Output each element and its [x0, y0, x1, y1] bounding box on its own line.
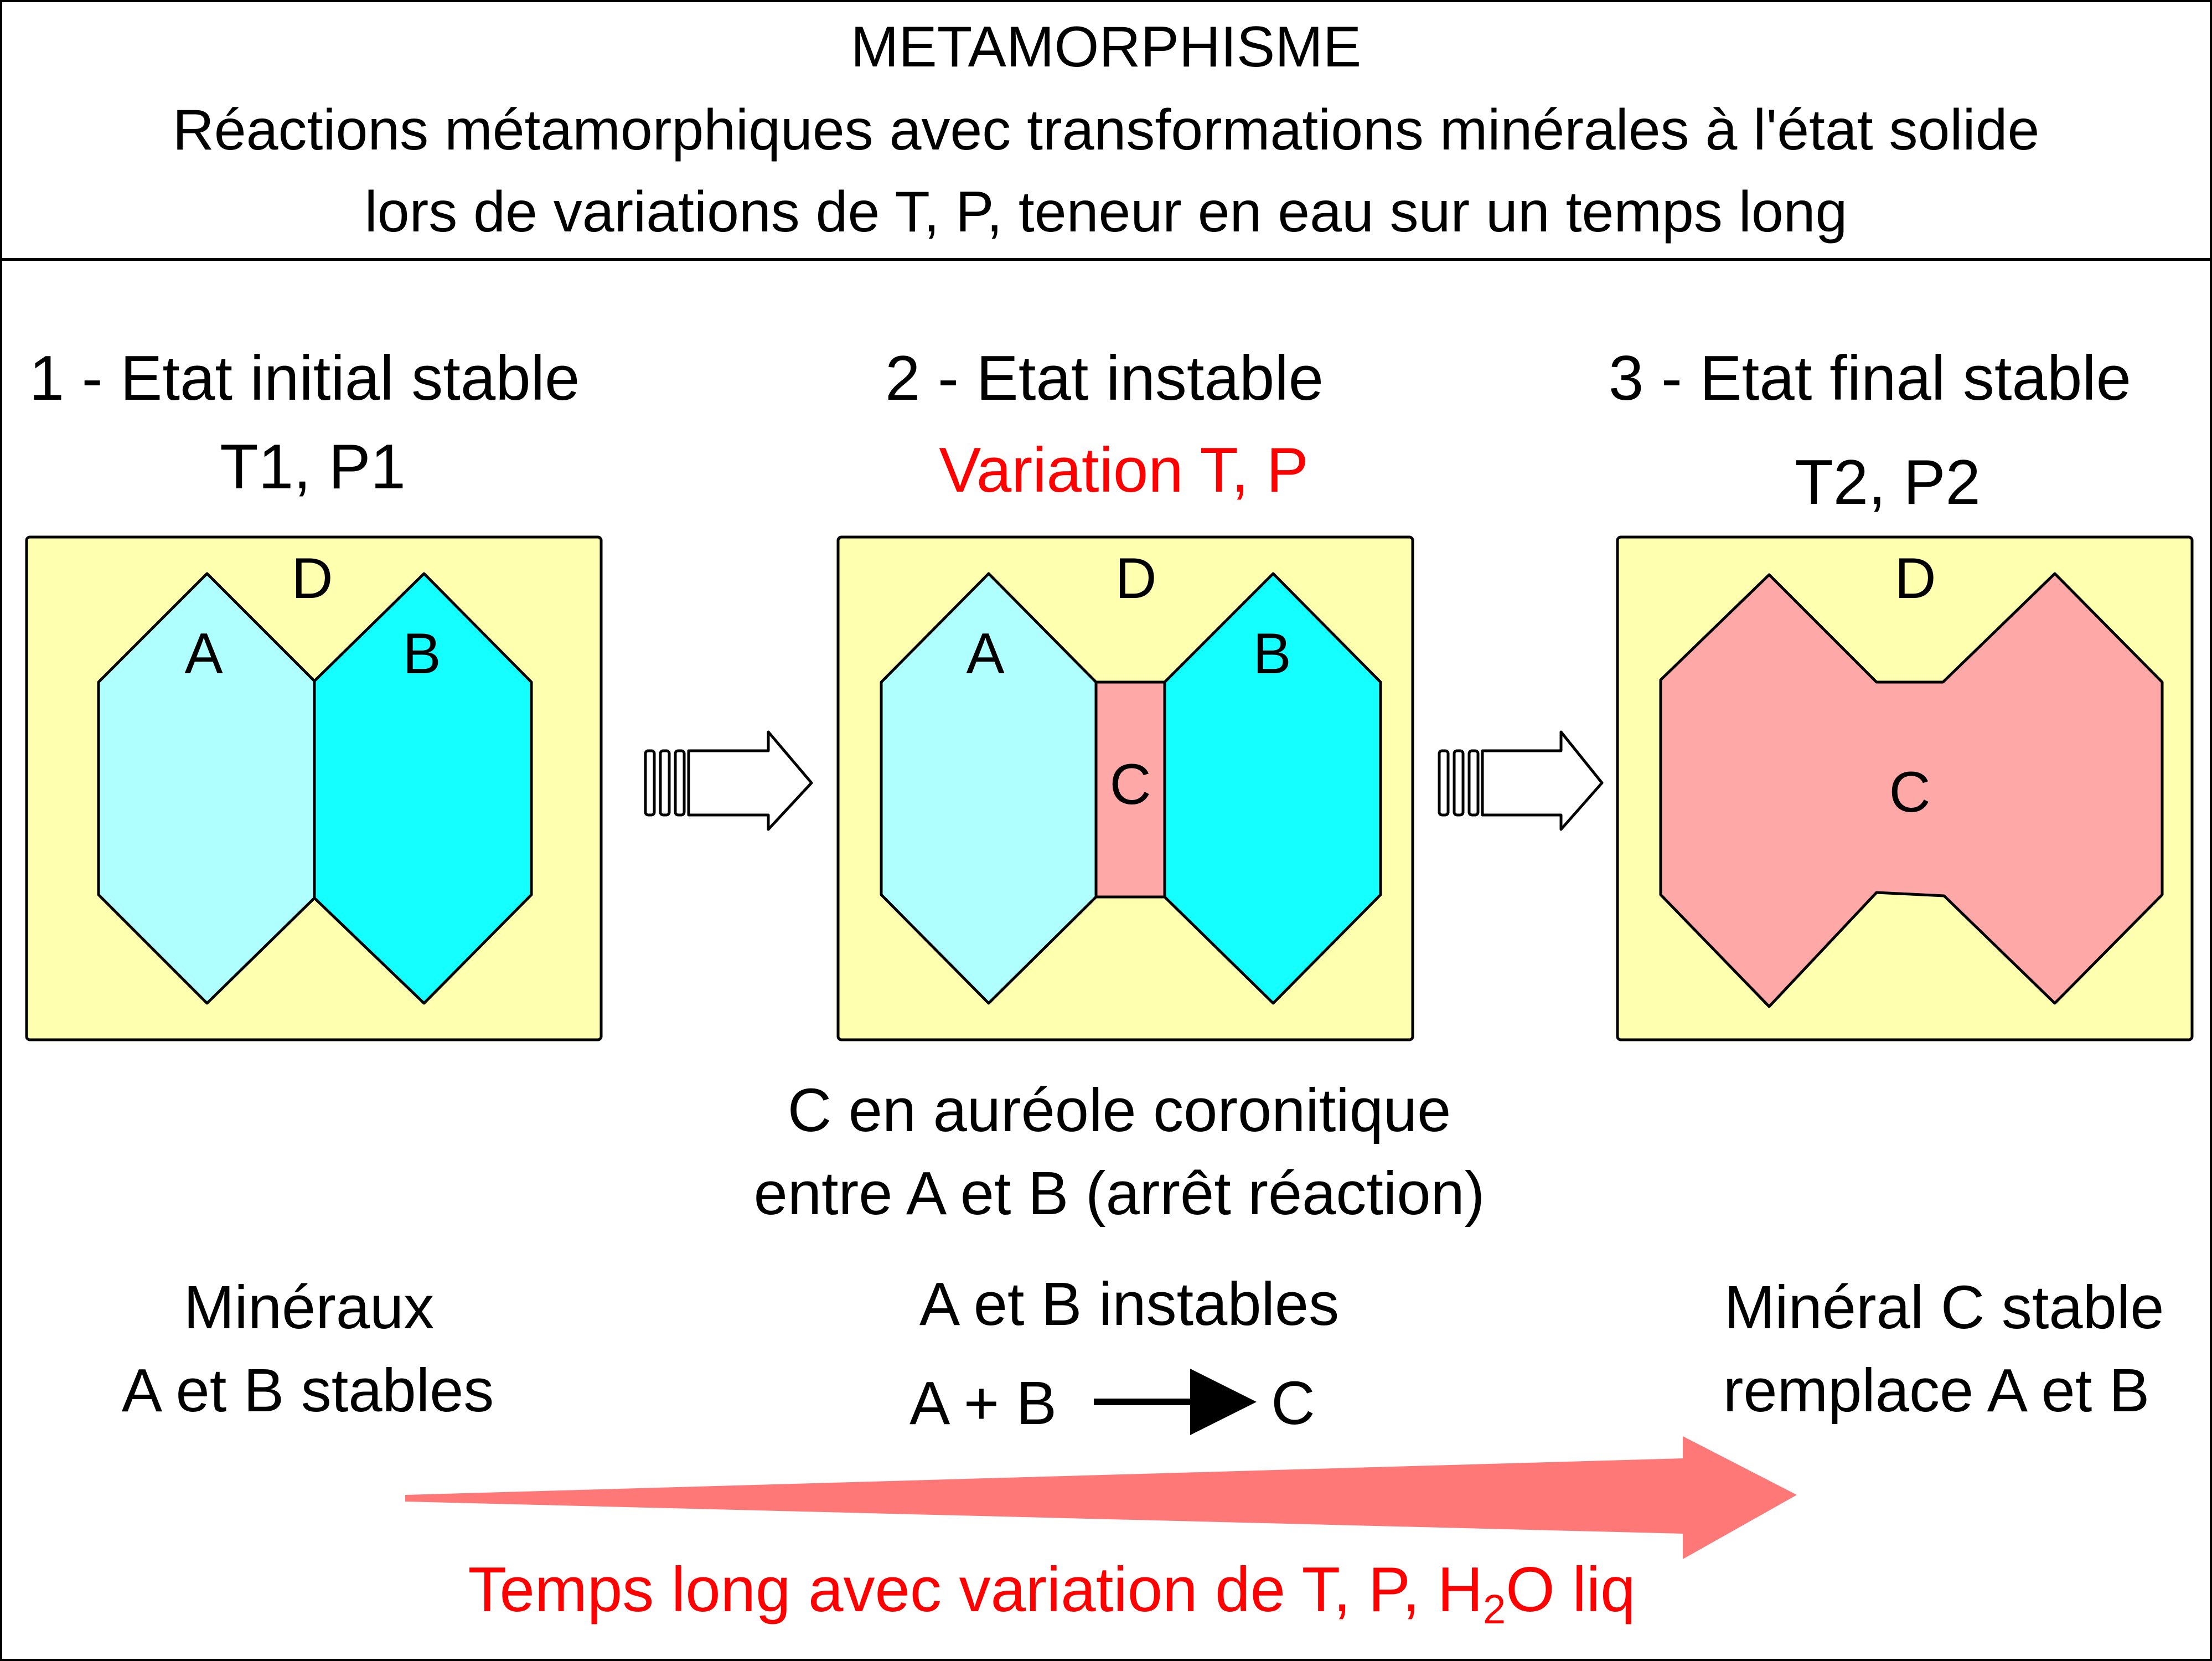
- corona-note-line-1: C en auréole coronitique: [787, 1076, 1451, 1144]
- header-line-1: Réactions métamorphiques avec transforma…: [172, 98, 2040, 162]
- panel-2-label-d: D: [1115, 546, 1156, 611]
- step-2-conditions: Variation T, P: [939, 435, 1309, 505]
- timeline-label-prefix: Temps long avec variation de T, P, H: [468, 1555, 1482, 1625]
- corona-note-line-2: entre A et B (arrêt réaction): [753, 1159, 1485, 1227]
- panel-2-label-c: C: [1109, 752, 1151, 817]
- step-arrow-2: [1438, 730, 1604, 831]
- panel-3-mineral-c: [1659, 572, 2164, 1008]
- panel-1-mineral-b: [313, 572, 533, 1005]
- panel-3-final-state: D C: [1616, 535, 2194, 1041]
- step-2-caption: A et B instables: [919, 1270, 1340, 1338]
- panel-1-label-d: D: [291, 546, 333, 611]
- step-2-title: 2 - Etat instable: [885, 343, 1324, 414]
- step-arrow-1: [644, 730, 813, 831]
- timeline-label: Temps long avec variation de T, P, H2O l…: [468, 1555, 1635, 1632]
- panel-1-label-a: A: [184, 622, 223, 686]
- diagram-title: METAMORPHISME: [850, 15, 1362, 79]
- step-3-caption-line-2: remplace A et B: [1723, 1356, 2150, 1425]
- step-1-title: 1 - Etat initial stable: [29, 343, 580, 414]
- timeline-arrow: [405, 1436, 1797, 1559]
- step-1-caption-line-1: Minéraux: [183, 1273, 435, 1342]
- reaction-equation: A + B C: [909, 1369, 1315, 1437]
- panel-3-label-d: D: [1894, 546, 1936, 611]
- panel-2-label-a: A: [966, 622, 1005, 686]
- panel-1-initial-state: D A B: [25, 535, 603, 1041]
- reaction-reactants: A + B: [909, 1369, 1057, 1437]
- header-divider: [0, 258, 2212, 261]
- panel-2-mineral-b: [1163, 572, 1382, 1005]
- panel-3-label-c: C: [1889, 760, 1930, 824]
- panel-2-mineral-c-corona: [1094, 680, 1166, 899]
- step-1-conditions: T1, P1: [220, 432, 406, 502]
- timeline-label-suffix: O liq: [1506, 1555, 1635, 1625]
- step-3-title: 3 - Etat final stable: [1608, 343, 2132, 414]
- step-3-conditions: T2, P2: [1795, 447, 1981, 518]
- step-1-caption-line-2: A et B stables: [121, 1356, 494, 1425]
- reaction-product: C: [1271, 1369, 1315, 1437]
- panel-2-label-b: B: [1253, 622, 1291, 686]
- panel-1-label-b: B: [402, 622, 441, 686]
- header-line-2: lors de variations de T, P, teneur en ea…: [364, 180, 1848, 244]
- step-3-caption-line-1: Minéral C stable: [1724, 1273, 2164, 1342]
- timeline-label-subscript: 2: [1483, 1586, 1506, 1632]
- panel-2-unstable-state: D A B C: [836, 535, 1414, 1041]
